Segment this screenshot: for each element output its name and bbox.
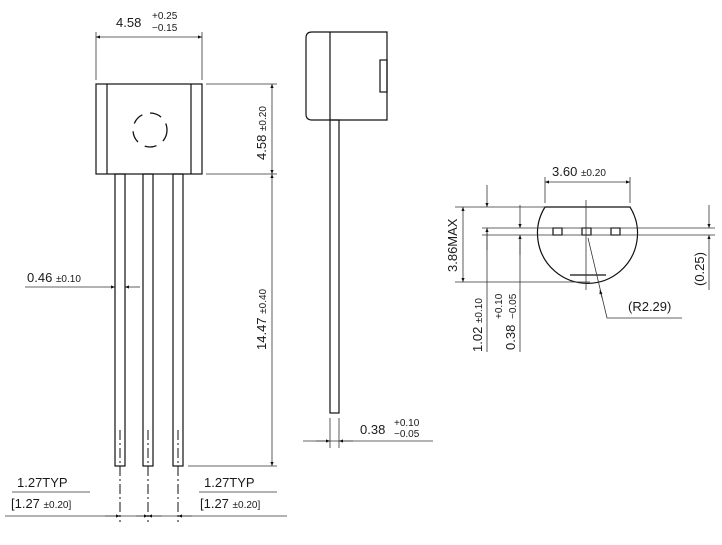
bottom-view: 3.60 ±0.20 3.86MAX 1.02 ±0.10 0.38 +0.10…: [445, 164, 715, 352]
bottom-tol-plus: +0.10: [494, 293, 505, 319]
side-lead-thickness: 0.38: [360, 422, 385, 437]
package-body: [95, 83, 203, 175]
bottom-tol-minus: −0.05: [508, 293, 519, 319]
pitch-right-tol: [1.27 ±0.20]: [200, 496, 260, 511]
side-view: 0.38 +0.10 −0.05: [303, 31, 433, 448]
lead-length-dimension: 14.47 ±0.40: [254, 288, 269, 350]
side-tol-plus: +0.10: [394, 418, 420, 429]
radius-label: (R2.29): [628, 299, 671, 314]
pitch-left-typ: 1.27TYP: [17, 475, 68, 490]
lead-width-dimension: 0.46 ±0.10: [27, 270, 81, 285]
width-tol-minus: −0.15: [152, 23, 178, 34]
width-tol-plus: +0.25: [152, 11, 178, 22]
front-view: 4.58 +0.25 −0.15 4.58 ±0.20 14.47 ±0.40 …: [5, 11, 287, 522]
pitch-left-tol: [1.27 ±0.20]: [11, 496, 71, 511]
side-lead: [329, 119, 340, 414]
lead-offset-dimension: 1.02 ±0.10: [470, 298, 485, 352]
side-body: [305, 31, 388, 121]
bottom-outline: [536, 206, 639, 284]
ejector-pin-mark: [132, 112, 168, 148]
height-max-dimension: 3.86MAX: [445, 218, 460, 272]
side-tol-minus: −0.05: [394, 429, 420, 440]
bottom-lead-thickness: 0.38: [503, 325, 518, 350]
body-height-dimension: 4.58 ±0.20: [254, 106, 269, 160]
leads: [114, 173, 184, 522]
offset-ref-label: (0.25): [692, 252, 707, 286]
width-dimension: 4.58: [116, 15, 141, 30]
flat-width-dimension: 3.60 ±0.20: [552, 164, 606, 179]
pitch-right-typ: 1.27TYP: [204, 475, 255, 490]
